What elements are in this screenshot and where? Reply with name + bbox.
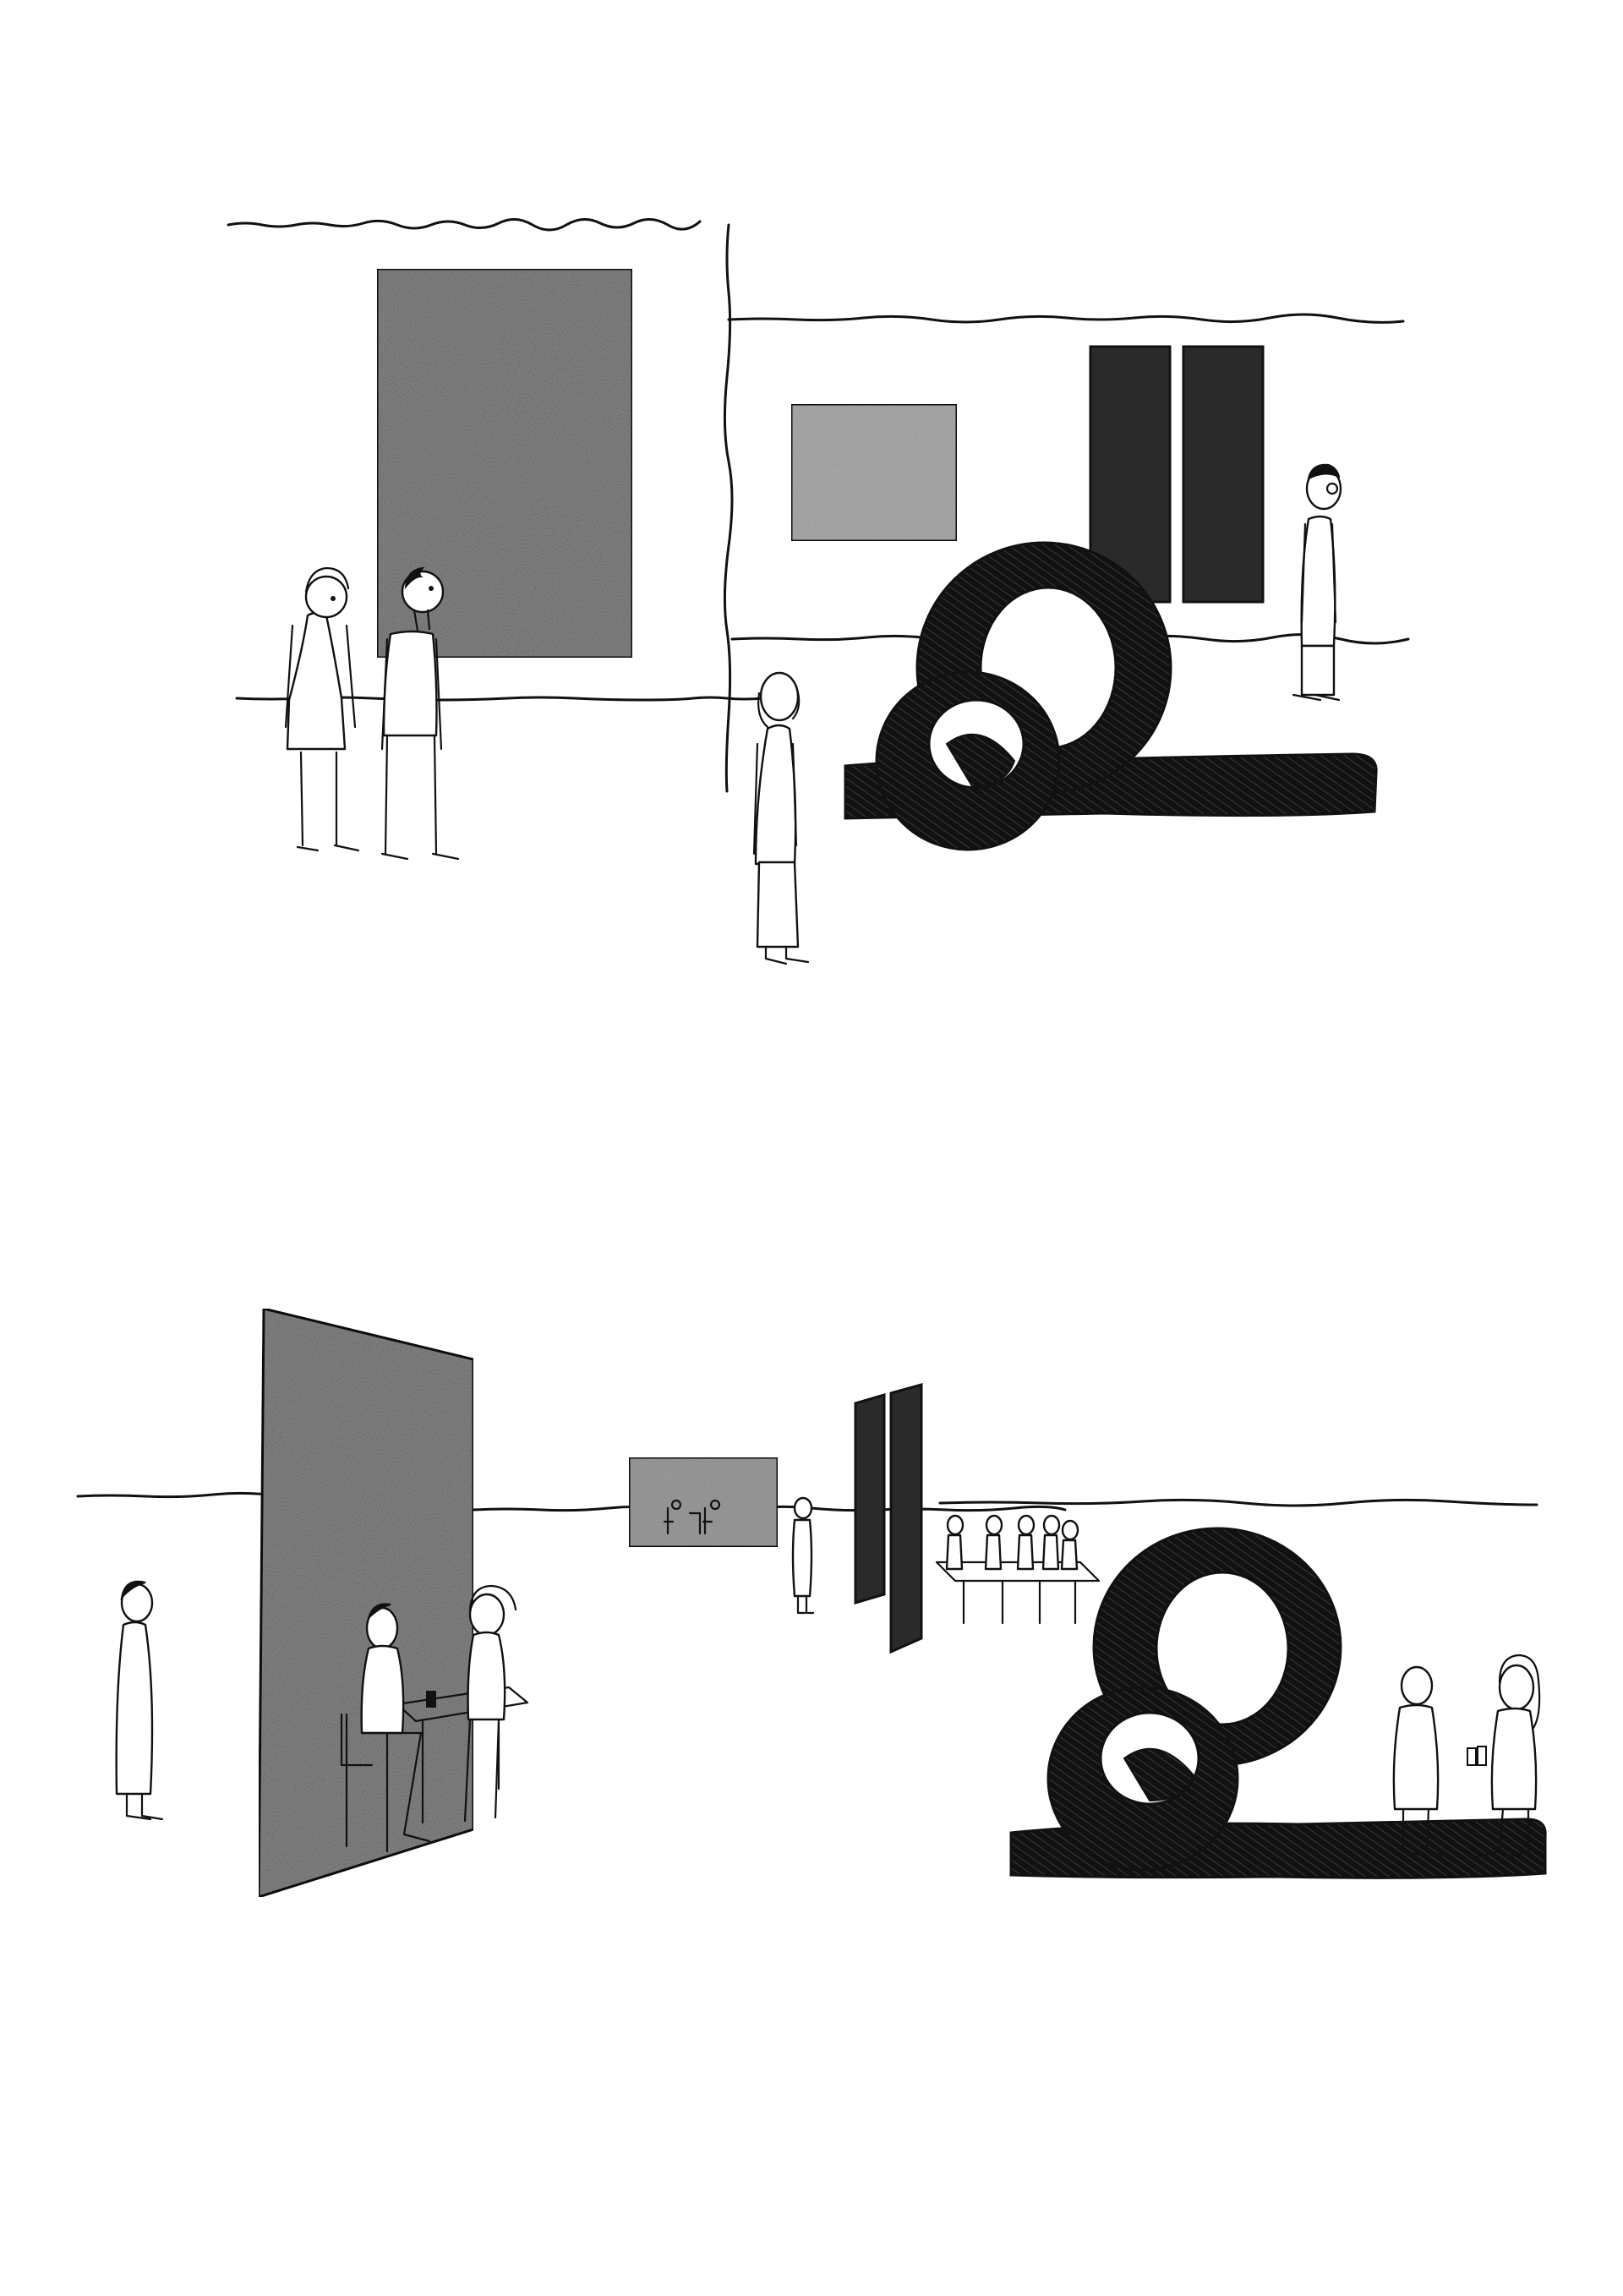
black-ring-sculpture xyxy=(1009,1527,1547,1879)
black-ring-sculpture xyxy=(844,541,1378,851)
bar-patrons xyxy=(935,1514,1101,1625)
top-panel xyxy=(227,218,1410,965)
woman-curly-hair xyxy=(284,566,360,852)
textured-grey-panel xyxy=(257,1307,475,1900)
dark-diptych-painting xyxy=(854,1383,923,1654)
small-light-grey-painting xyxy=(790,402,959,543)
man-with-glasses xyxy=(1292,463,1342,702)
small-grey-painting-with-figures xyxy=(627,1456,779,1549)
seated-man xyxy=(340,1603,431,1853)
seated-woman xyxy=(463,1584,517,1823)
bottom-panel xyxy=(76,1307,1547,1900)
distant-standing-figure xyxy=(791,1496,815,1615)
man-looking-up xyxy=(380,566,460,861)
seated-couple xyxy=(1392,1654,1541,1858)
woman-long-hair xyxy=(752,671,810,965)
standing-man xyxy=(115,1580,164,1821)
